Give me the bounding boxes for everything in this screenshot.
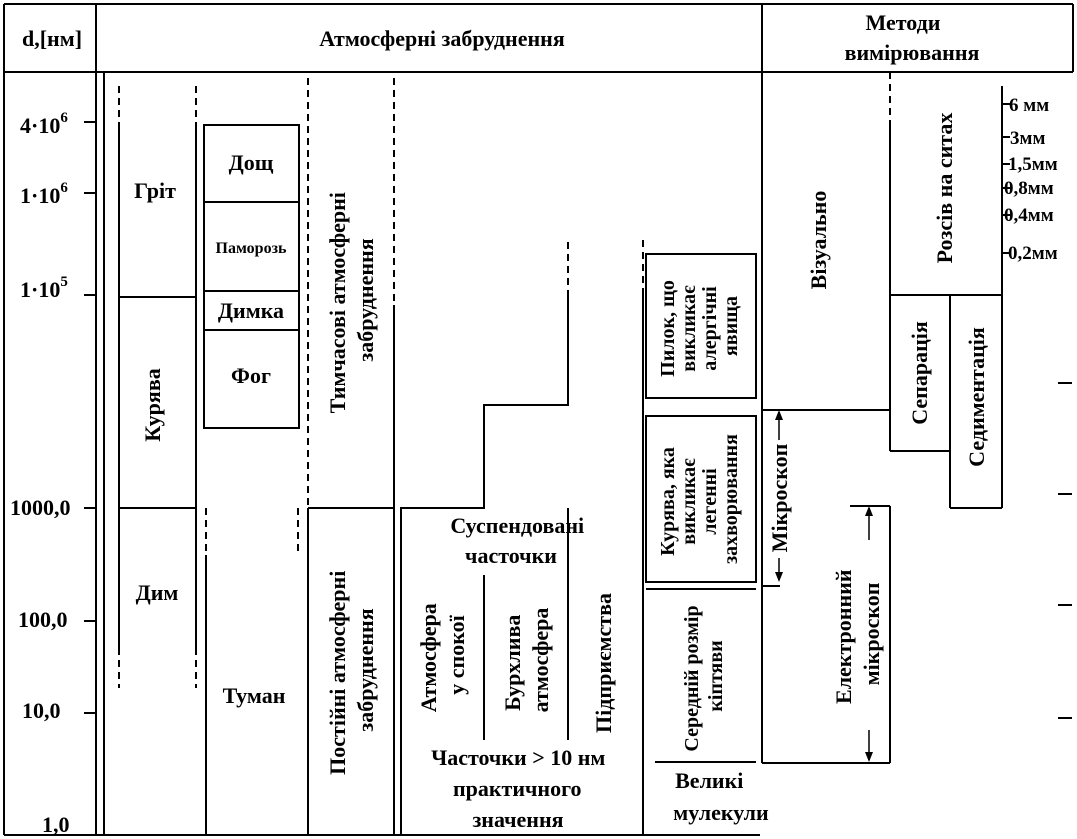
- rain-label: Дощ: [229, 150, 274, 175]
- y-tick-label: 1,0: [42, 812, 70, 837]
- microscope-label-background: [766, 440, 796, 558]
- dust-column: [642, 240, 757, 835]
- right-scale: [1002, 103, 1072, 719]
- permanent-pollution-label: Постійні атмосферні забруднення: [325, 565, 378, 775]
- allergy-pollen-label: Пилок, що викликає алергічні явища: [657, 275, 742, 377]
- phenomena-column-1: [118, 86, 197, 688]
- scale-label: 0,2мм: [1008, 243, 1058, 264]
- big-molecules-label: Великі мулекули: [673, 768, 769, 825]
- y-axis: [84, 121, 96, 714]
- sedimentation-label: Седиментація: [964, 327, 989, 467]
- calm-atmosphere-label: Атмосфера у спокої: [416, 598, 469, 713]
- hoarfrost-label: Паморозь: [216, 240, 287, 257]
- turbulent-atmosphere-label: Бурхлива атмосфера: [500, 608, 553, 713]
- average-soot-size-label: Середній розмір кіптяви: [681, 600, 727, 751]
- table-frame: [3, 3, 1074, 836]
- methods-area: [761, 72, 1003, 764]
- temporary-pollution-label: Тимчасові атмосферні забруднення: [325, 187, 378, 414]
- pollution-title: Атмосферні забруднення: [319, 26, 565, 51]
- electron-label-background: [836, 540, 882, 730]
- electron-microscope-label: Електронний мікроскоп: [831, 564, 884, 704]
- scale-label: 1,5мм: [1008, 154, 1058, 175]
- phenomena-column-2: [203, 124, 300, 835]
- separation-label: Сепарація: [907, 321, 932, 425]
- y-tick-label: 100,0: [18, 607, 68, 632]
- visual-method-label: Візуально: [806, 191, 831, 290]
- y-tick-label: 1·106: [20, 180, 68, 208]
- suspended-particles-staircase: [400, 242, 569, 835]
- pollution-types-column: [307, 78, 395, 835]
- methods-title-2: вимірювання: [845, 40, 980, 65]
- suspended-title: Суспендовані часточки: [450, 513, 589, 568]
- smoke-label: Дим: [136, 580, 179, 605]
- haze-label: Димка: [218, 298, 284, 323]
- axis-title: d,[нм]: [22, 26, 82, 51]
- fog-label: Фог: [231, 363, 271, 388]
- scale-label: 6 мм: [1009, 95, 1049, 116]
- scale-label: 0,8мм: [1004, 178, 1054, 199]
- dust-cloud-label: Курява: [140, 368, 165, 441]
- y-tick-label: 1·105: [20, 274, 68, 302]
- microscope-label: Мікроскоп: [767, 443, 792, 552]
- industry-label: Підприємства: [591, 593, 616, 733]
- mist-label: Туман: [223, 683, 286, 708]
- y-tick-label: 1000,0: [10, 495, 71, 520]
- methods-title-1: Методи: [866, 10, 941, 35]
- suspended-footer: Часточки > 10 нм практичного значення: [431, 745, 611, 832]
- y-tick-label: 10,0: [22, 698, 61, 723]
- y-tick-label: 4·106: [20, 110, 68, 138]
- lung-disease-label: Курява, яка викликає легенні захворюванн…: [657, 434, 742, 564]
- grit-label: Гріт: [134, 178, 176, 203]
- sieve-method-label: Розсів на ситах: [932, 113, 957, 264]
- scale-label: 0,4мм: [1004, 205, 1054, 226]
- scale-label: 3мм: [1010, 128, 1045, 149]
